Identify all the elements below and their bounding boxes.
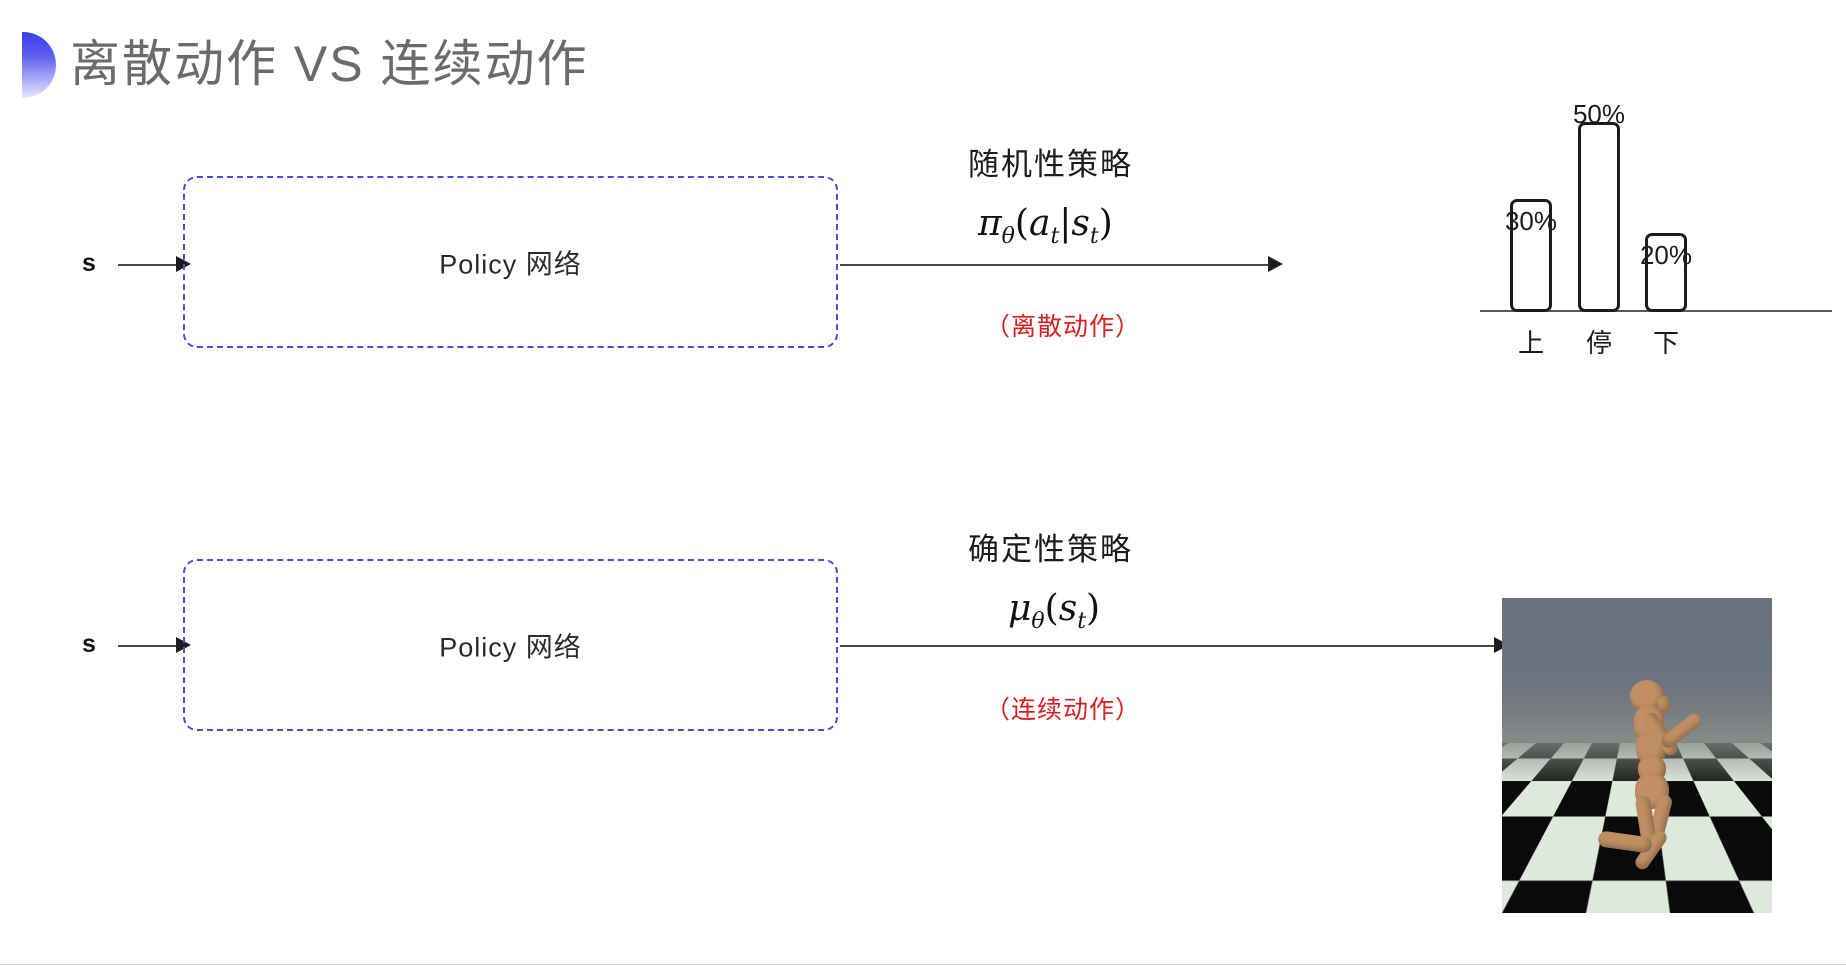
page-title: 离散动作 VS 连续动作 (70, 36, 589, 92)
formula-close-paren-continuous: ) (1086, 588, 1101, 629)
policy-formula-discrete: πθ(at|st) (978, 203, 1113, 249)
formula-action-subscript: t (1050, 224, 1060, 250)
chart-bar-0 (1510, 199, 1552, 312)
formula-theta-subscript-continuous: θ (1031, 609, 1045, 635)
formula-theta-subscript: θ (1001, 224, 1015, 250)
chart-bar-category-2: 下 (1652, 328, 1679, 358)
formula-pi-symbol: π (978, 203, 1002, 244)
chart-bar-category-0: 上 (1517, 328, 1544, 358)
policy-network-box-discrete[interactable]: Policy 网络 (183, 176, 838, 348)
formula-state-symbol-continuous: s (1058, 588, 1078, 629)
title-decoration-icon (22, 32, 56, 98)
chart-bar-value-2: 20% (1639, 240, 1693, 270)
formula-mu-symbol: μ (1008, 588, 1032, 629)
formula-state-subscript-continuous: t (1077, 609, 1087, 635)
policy-formula-continuous: μθ(st) (1008, 588, 1100, 634)
bottom-edge-line (0, 964, 1846, 965)
output-arrow-line-continuous (840, 645, 1500, 647)
action-probability-chart: 30% 上 50% 停 20% 下 (1480, 96, 1840, 396)
formula-state-symbol: s (1071, 203, 1090, 244)
policy-network-box-continuous[interactable]: Policy 网络 (183, 559, 838, 731)
chart-bar-2 (1645, 233, 1687, 312)
output-arrow-head-discrete (1268, 256, 1283, 272)
formula-open-paren-continuous: ( (1044, 588, 1059, 629)
input-arrow-line-continuous (118, 645, 180, 647)
formula-conditional-bar: | (1059, 203, 1072, 244)
formula-open-paren: ( (1014, 203, 1029, 244)
sim-humanoid-hand (1658, 696, 1670, 713)
policy-network-label-discrete: Policy 网络 (439, 249, 582, 280)
humanoid-simulation-image (1502, 598, 1772, 913)
input-label-discrete: s (82, 249, 96, 277)
action-type-note-discrete: （离散动作） (985, 313, 1142, 341)
policy-type-title-continuous: 确定性策略 (968, 532, 1133, 567)
chart-bar-value-0: 30% (1504, 206, 1558, 236)
action-type-note-continuous: （连续动作） (985, 696, 1142, 724)
chart-bar-category-1: 停 (1585, 328, 1612, 358)
input-arrow-line-discrete (118, 264, 180, 266)
formula-action-symbol: a (1028, 203, 1051, 244)
policy-type-title-discrete: 随机性策略 (968, 147, 1133, 182)
chart-bar-value-1: 50% (1572, 99, 1626, 129)
output-arrow-line-discrete (840, 264, 1274, 266)
input-label-continuous: s (82, 630, 96, 658)
policy-network-label-continuous: Policy 网络 (439, 632, 582, 663)
formula-close-paren: ) (1098, 203, 1113, 244)
chart-bar-1 (1578, 122, 1620, 312)
formula-state-subscript: t (1089, 224, 1099, 250)
